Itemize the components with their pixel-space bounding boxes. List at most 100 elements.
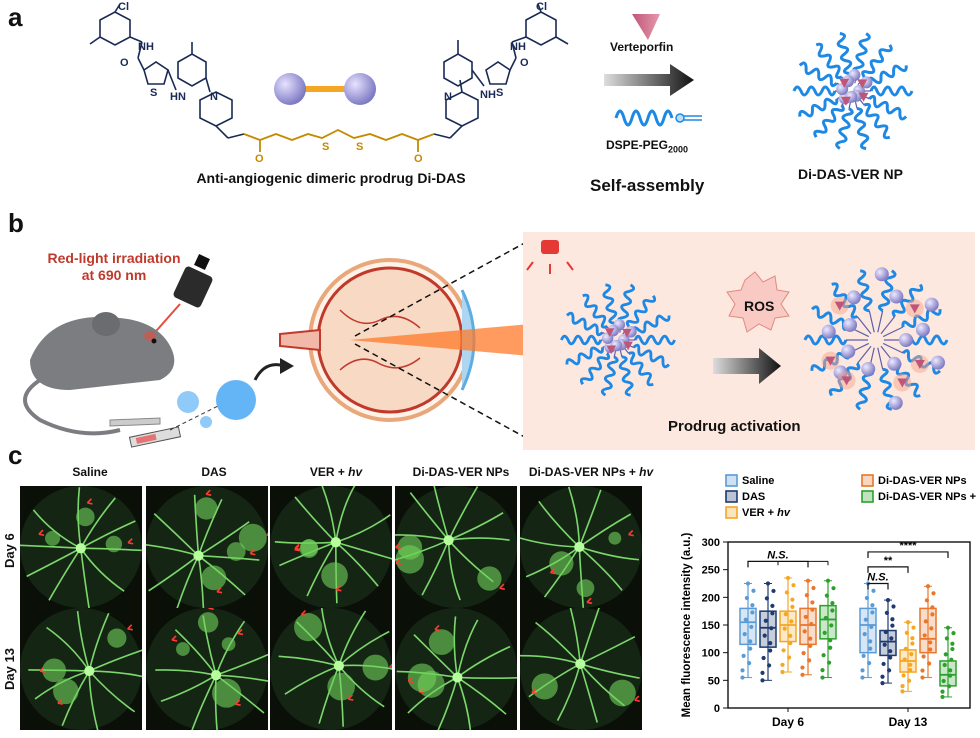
y-tick-label: 50 [708,675,720,687]
verteporfin-label: Verteporfin [610,40,674,54]
data-point [765,581,771,586]
vessel [578,513,632,548]
peg-chain [625,334,676,346]
lesion-arrow-icon [208,608,214,610]
atom-cl-left: Cl [118,1,129,13]
verteporfin-marker [839,78,850,88]
data-point [805,578,811,583]
mouse-eye-illustration [23,240,530,448]
atom-n-left: N [210,91,218,103]
prodrug-sphere [874,267,889,282]
vessel [578,546,623,591]
atom-cl-right: Cl [536,1,547,13]
atom-o-left: O [120,57,129,69]
significance-bracket [867,551,949,558]
data-point [885,598,891,603]
data-point [923,619,928,624]
data-point [922,633,927,638]
data-point [800,672,805,677]
fundus-disc [20,608,142,730]
verteporfin-marker [623,341,633,351]
vessel [579,608,600,665]
data-point [901,673,906,678]
prodrug-sphere [861,361,876,376]
box [779,610,797,643]
data-point [747,660,752,666]
verteporfin-marker [857,79,868,89]
data-point [950,641,955,646]
cnv-lesion [294,613,323,642]
y-tick-label: 0 [714,703,720,715]
data-point [863,617,868,622]
data-point [891,604,896,609]
cnv-lesion [76,507,95,527]
data-point [940,694,945,700]
cnv-lesion [299,539,319,558]
lesion-arrow-icon [127,538,134,545]
optic-disc [574,541,585,553]
optic-disc [210,670,222,681]
verteporfin-marker [604,328,615,337]
col-title-ver-hv-italic: hv [348,465,363,479]
peg-chain [861,85,914,97]
y-tick-label: 200 [702,592,720,604]
peg-chain [857,269,875,333]
prodrug-sphere [930,355,945,370]
lesion-arrow-icon [57,698,64,705]
data-point [920,675,925,680]
x-tick-label: Day 13 [889,715,928,729]
peg-chain [884,334,949,346]
data-point [880,674,885,679]
lesion-arrow-icon [38,529,45,537]
cnv-lesion [395,545,424,574]
optic-disc [193,550,204,561]
data-point [744,595,749,601]
data-point [804,593,809,598]
data-point [903,646,908,651]
lesion-arrow-icon [434,624,441,632]
lesion-arrow-icon [407,676,414,684]
data-point [821,653,826,658]
vessel [284,665,340,695]
cnv-lesion [608,679,636,707]
data-point [828,645,833,650]
fundus-disc [270,486,392,608]
lesion-arrow-icon [205,489,212,497]
data-point [928,640,933,645]
panel-c-letter: c [8,440,23,470]
verteporfin-marker [834,301,845,311]
activation-scheme [526,240,790,384]
data-point [909,652,914,657]
cnv-lesion [195,497,218,520]
data-point [762,633,767,638]
vessel [76,611,91,672]
prodrug-sphere [821,324,836,339]
lesion-arrow-icon [249,548,256,556]
data-point [810,607,815,612]
lesion-arrow-icon [347,694,354,701]
peg-chain [877,269,897,333]
atom-nh-right: NH [510,41,526,53]
vessel [448,512,504,541]
data-point [929,626,934,631]
angiogram-image [270,486,392,608]
lesion-arrow-icon [389,663,392,669]
optic-disc [330,537,341,548]
prodrug-sphere [915,322,930,337]
data-point [869,624,874,630]
data-point [809,622,814,627]
data-point [920,668,925,673]
lesion-arrow-icon [335,585,342,592]
prodrug-sphere [841,344,856,359]
vessel [148,555,199,592]
dspe-peg-icon [614,109,702,127]
vessel [215,674,265,714]
vessel [278,655,340,667]
lesion-arrow-icon [531,687,538,695]
data-point [944,636,949,641]
fundus-disc [146,486,268,608]
lesion-arrow-icon [237,628,244,636]
peg-chain [835,98,854,150]
y-tick-label: 150 [702,620,720,632]
verteporfin-marker [909,304,920,314]
